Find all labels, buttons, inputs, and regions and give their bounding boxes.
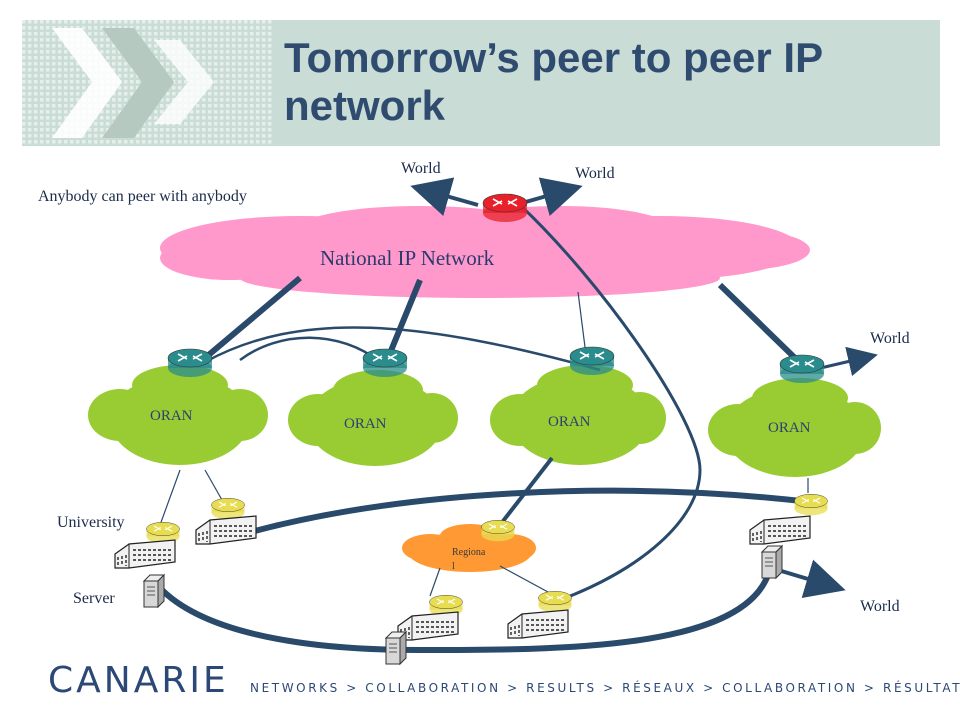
router-icon — [167, 348, 213, 378]
peer-arc-1 — [204, 326, 601, 372]
university-label: University — [57, 514, 125, 531]
server-icon — [761, 545, 783, 579]
campus-link-bottom — [157, 573, 771, 654]
national-cloud — [160, 206, 810, 298]
arrow-icon — [777, 559, 846, 598]
router-icon — [537, 590, 573, 613]
oran-cloud-2 — [288, 370, 458, 466]
campus-link-top — [239, 487, 811, 538]
regional-cloud — [402, 524, 536, 572]
oran-label-4: ORAN — [768, 420, 811, 436]
router-icon — [569, 346, 615, 376]
national-network-label: National IP Network — [320, 246, 495, 270]
canarie-logo: CANARIE — [48, 660, 229, 701]
building-icon — [507, 609, 569, 639]
core-to-regional-link — [518, 203, 702, 602]
router-icon — [362, 348, 408, 378]
slide-title: Tomorrow’s peer to peer IP network — [284, 34, 823, 129]
backbone-links — [203, 275, 798, 361]
router-icon — [482, 193, 528, 223]
building-icon — [397, 611, 459, 641]
router-icon — [210, 497, 246, 520]
server-label: Server — [73, 590, 115, 607]
server-icon — [385, 631, 407, 665]
regional-label: Regional — [452, 547, 486, 572]
building-icon — [749, 515, 811, 545]
access-links — [159, 469, 809, 597]
subtitle-note: Anybody can peer with anybody — [38, 188, 247, 205]
peer-arc-2 — [239, 336, 381, 363]
world-label-right: World — [870, 330, 910, 347]
arrow-icon — [410, 177, 479, 216]
router-icon — [793, 493, 829, 516]
oran-cloud-4 — [708, 378, 881, 477]
thin-link-oran3 — [577, 291, 587, 356]
oran3-regional-link — [498, 456, 554, 527]
world-label-top-right: World — [575, 165, 615, 182]
oran-label-1: ORAN — [150, 408, 193, 424]
oran-label-3: ORAN — [548, 414, 591, 430]
footer-tagline: NETWORKS > COLLABORATION > RESULTS > RÉS… — [250, 681, 960, 695]
oran-cloud-3 — [490, 365, 666, 465]
building-icon — [195, 515, 257, 545]
title-pattern — [22, 20, 272, 146]
building-icon — [114, 539, 176, 569]
router-icon — [779, 354, 825, 384]
oran-label-2: ORAN — [344, 416, 387, 432]
server-icon — [143, 574, 165, 608]
world-label-top-left: World — [401, 160, 441, 177]
oran-cloud-1 — [88, 365, 268, 465]
world-label-bottom: World — [860, 598, 900, 615]
router-icon — [480, 519, 516, 542]
